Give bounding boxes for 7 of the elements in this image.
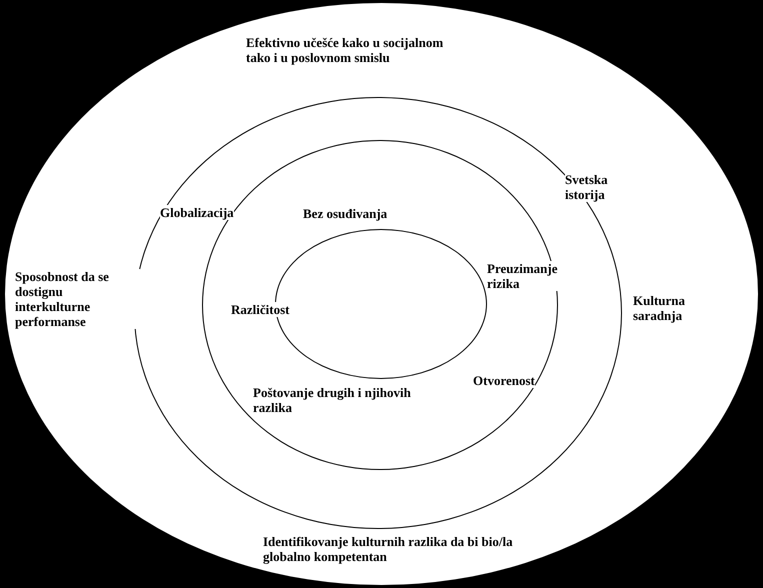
- ring-label: Bez osuđivanja: [303, 206, 388, 221]
- ring-label: Preuzimanje rizika: [487, 261, 558, 291]
- ring-label: Otvorenost: [473, 373, 535, 388]
- ring-label: Identifikovanje kulturnih razlika da bi bio/la globalno kompetentan: [263, 534, 513, 564]
- ring-label: Sposobnost da se dostignu interkulturne performanse: [15, 269, 140, 329]
- ring-label: Različitost: [231, 302, 290, 317]
- ring-label: Globalizacija: [160, 205, 234, 220]
